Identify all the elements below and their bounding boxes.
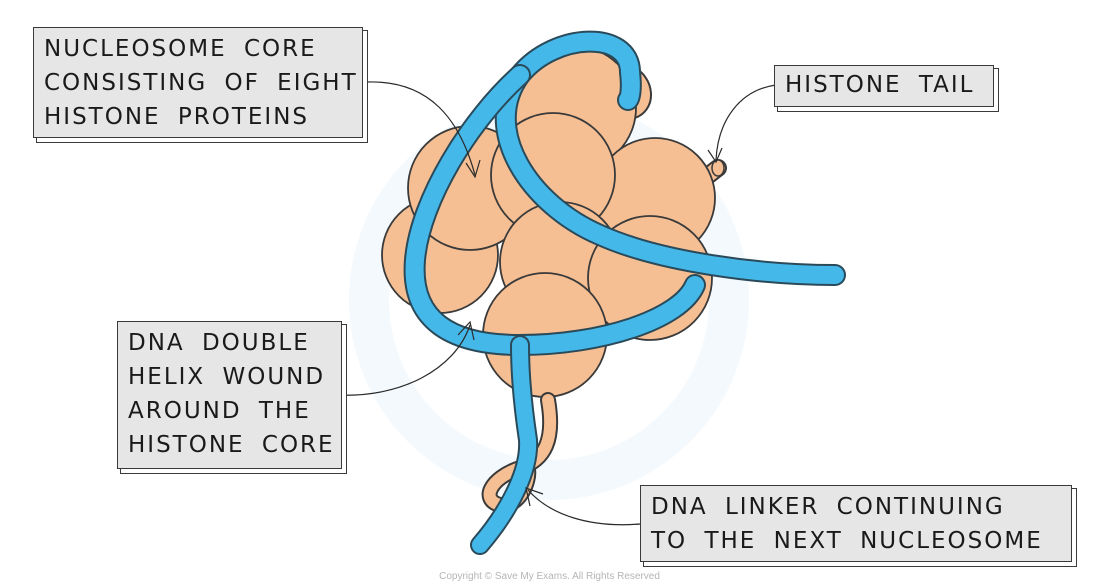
label-line: AROUND THE <box>128 398 311 424</box>
label-nucleosome-core: NUCLEOSOME CORE CONSISTING OF EIGHT HIST… <box>33 27 363 138</box>
label-line: HELIX WOUND <box>128 364 326 390</box>
label-line: TO THE NEXT NUCLEOSOME <box>651 528 1043 554</box>
label-line: DNA DOUBLE <box>128 330 310 356</box>
leader-tail <box>715 84 777 161</box>
label-line: NUCLEOSOME CORE <box>44 36 317 62</box>
dna-helix <box>403 30 846 555</box>
label-histone-tail: HISTONE TAIL <box>774 65 994 107</box>
leader-core <box>366 81 476 176</box>
copyright-text: Copyright © Save My Exams. All Rights Re… <box>439 571 660 582</box>
label-dna-double-helix: DNA DOUBLE HELIX WOUND AROUND THE HISTON… <box>117 321 342 469</box>
label-line: HISTONE PROTEINS <box>44 104 310 130</box>
label-line: DNA LINKER CONTINUING <box>651 494 1005 520</box>
label-dna-linker: DNA LINKER CONTINUING TO THE NEXT NUCLEO… <box>640 485 1072 562</box>
label-line: HISTONE TAIL <box>785 72 975 98</box>
leader-lines <box>336 81 777 526</box>
leader-dna <box>336 324 471 396</box>
label-line: CONSISTING OF EIGHT <box>44 70 358 96</box>
label-line: HISTONE CORE <box>128 432 335 458</box>
leader-linker <box>527 489 641 526</box>
